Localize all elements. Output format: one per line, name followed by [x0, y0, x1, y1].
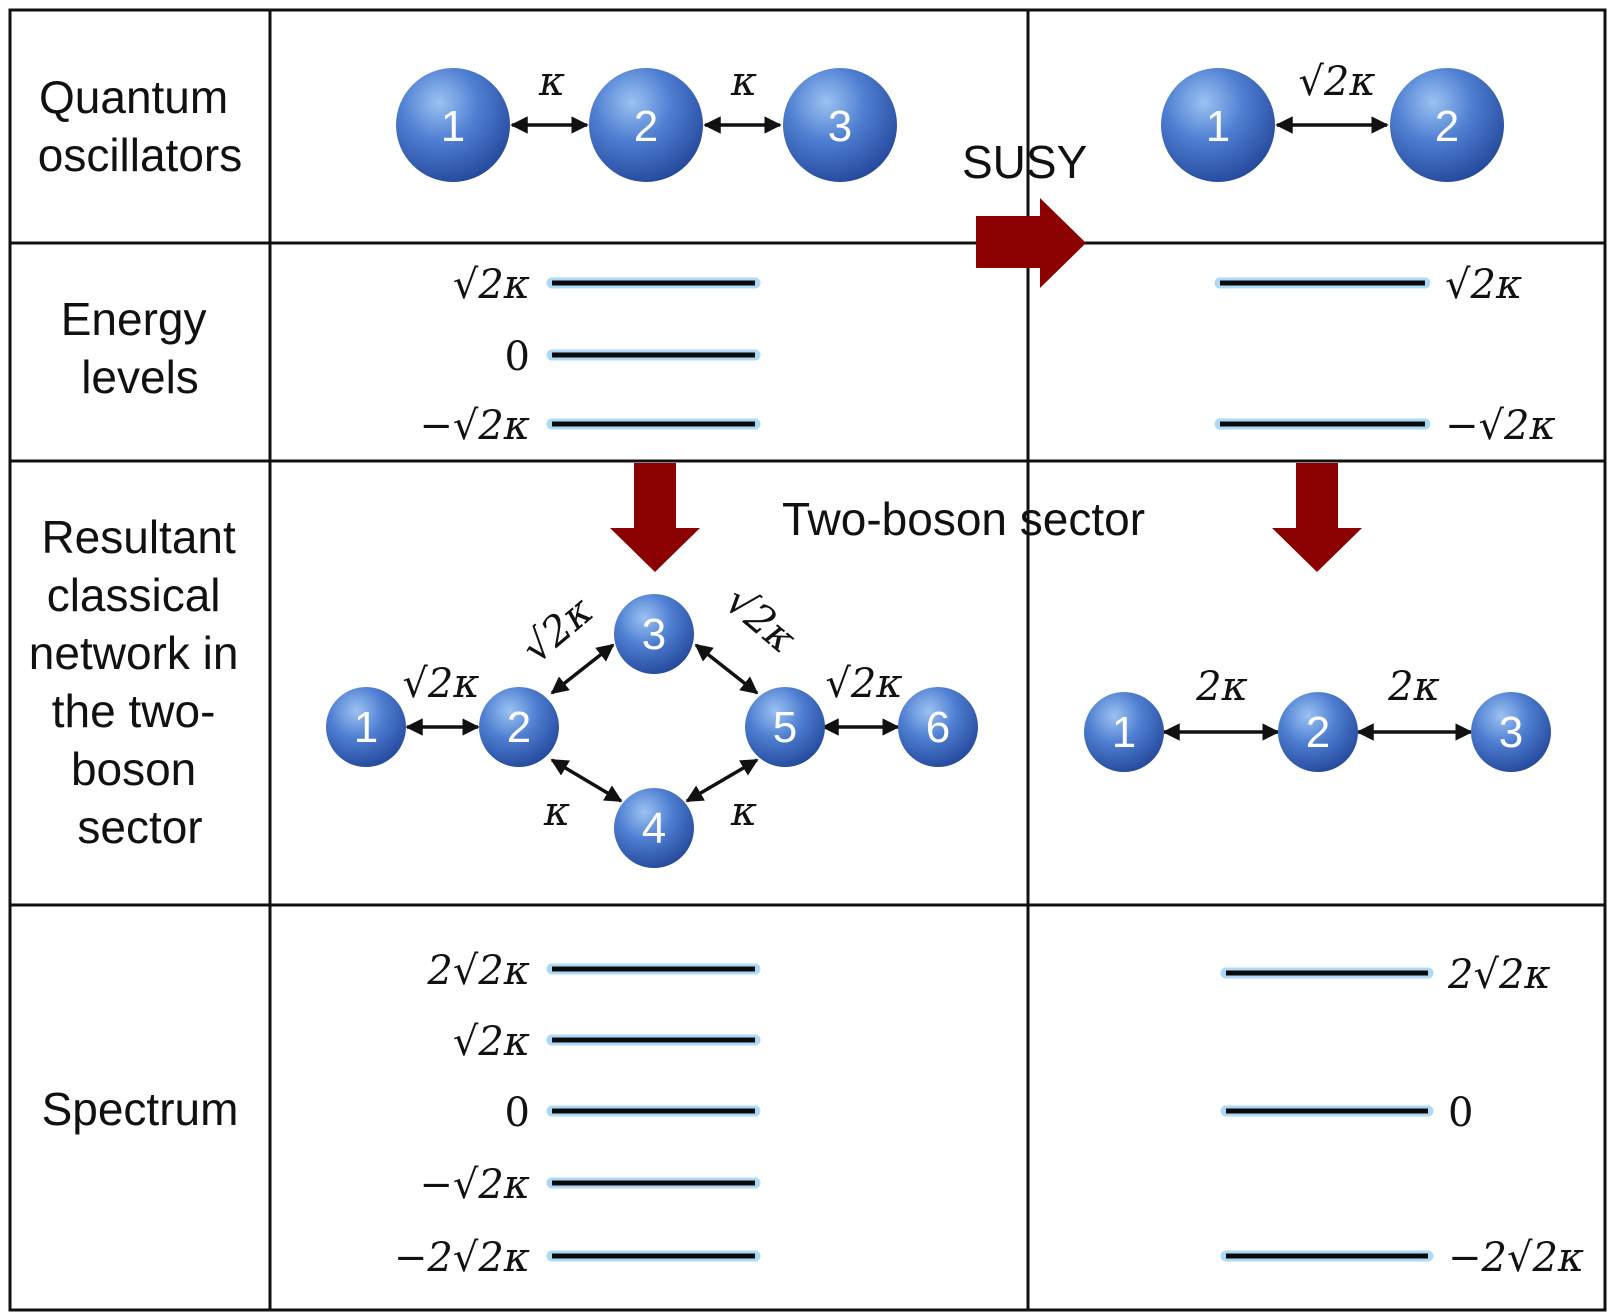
down-arrow-left: [610, 463, 700, 572]
network-node: 3: [1471, 692, 1551, 772]
row-label-network: Resultant classical network in the two- …: [29, 511, 251, 853]
oscillators-right: √2κ 1 2: [1161, 59, 1504, 182]
energy-level-label: −√2κ: [1445, 403, 1556, 449]
energy-levels-right: √2κ −√2κ: [1214, 262, 1556, 449]
susy-caption: SUSY: [962, 136, 1087, 188]
spectrum-level-label: √2κ: [453, 1019, 530, 1065]
svg-text:3: 3: [828, 102, 852, 151]
network-left: √2κ √2κ √2κ √2κ κ κ 1 2 3 4 5 6: [326, 578, 978, 868]
coupling-label: √2κ: [1298, 59, 1375, 105]
svg-text:3: 3: [642, 610, 666, 659]
svg-text:4: 4: [642, 804, 666, 853]
svg-text:1: 1: [354, 703, 378, 752]
spectrum-right: 2√2κ 0 −2√2κ: [1220, 952, 1584, 1281]
spectrum-level-label: 0: [1448, 1090, 1473, 1136]
edge-label: 2κ: [1387, 664, 1440, 710]
svg-text:6: 6: [926, 703, 950, 752]
network-node: 2: [479, 687, 559, 767]
oscillator-node: 1: [396, 68, 510, 182]
network-node: 3: [614, 594, 694, 674]
energy-levels-left: √2κ 0 −√2κ: [419, 262, 761, 449]
row-label-energy: Energy levels: [61, 293, 220, 403]
spectrum-level-label: 0: [505, 1090, 530, 1136]
svg-text:2: 2: [1306, 708, 1330, 757]
spectrum-left: 2√2κ √2κ 0 −√2κ −2√2κ: [394, 948, 761, 1281]
oscillator-node: 1: [1161, 68, 1275, 182]
spectrum-level-label: −2√2κ: [1448, 1235, 1584, 1281]
svg-text:3: 3: [1499, 708, 1523, 757]
svg-text:2: 2: [507, 703, 531, 752]
network-node: 4: [614, 788, 694, 868]
table-grid: [8, 8, 1607, 1312]
edge-label: √2κ: [402, 661, 479, 707]
network-edge: [550, 758, 623, 803]
network-edge: [550, 643, 615, 695]
energy-level-label: √2κ: [1445, 262, 1522, 308]
down-arrow-right: [1272, 463, 1362, 572]
network-node: 6: [898, 687, 978, 767]
network-edge: [685, 758, 759, 803]
edge-label: √2κ: [513, 588, 602, 673]
svg-text:2: 2: [1435, 102, 1459, 151]
network-right: 2κ 2κ 1 2 3: [1084, 664, 1551, 772]
coupling-label: κ: [538, 59, 565, 105]
oscillator-node: 2: [1390, 68, 1504, 182]
svg-text:2: 2: [634, 102, 658, 151]
network-node: 1: [1084, 692, 1164, 772]
two-boson-caption: Two-boson sector: [782, 493, 1145, 545]
oscillators-left: κ κ 1 2 3: [396, 59, 897, 182]
svg-text:1: 1: [441, 102, 465, 151]
oscillator-node: 3: [783, 68, 897, 182]
spectrum-level-label: −2√2κ: [394, 1235, 530, 1281]
edge-label: √2κ: [716, 578, 805, 663]
spectrum-level-label: −√2κ: [419, 1162, 530, 1208]
coupling-label: κ: [730, 59, 757, 105]
edge-label: 2κ: [1195, 664, 1248, 710]
energy-level-label: −√2κ: [419, 403, 530, 449]
energy-level-label: √2κ: [453, 262, 530, 308]
energy-level-label: 0: [505, 334, 530, 380]
susy-arrow: [976, 198, 1086, 288]
svg-text:5: 5: [773, 703, 797, 752]
svg-text:1: 1: [1112, 708, 1136, 757]
network-node: 1: [326, 687, 406, 767]
network-edge: [694, 643, 759, 695]
edge-label: κ: [730, 789, 757, 835]
spectrum-level-label: 2√2κ: [426, 948, 530, 994]
edge-label: √2κ: [825, 661, 902, 707]
row-label-quantum: Quantum oscillators: [38, 71, 243, 181]
row-label-spectrum: Spectrum: [42, 1083, 239, 1135]
network-node: 5: [745, 687, 825, 767]
spectrum-level-label: 2√2κ: [1447, 952, 1551, 998]
edge-label: κ: [543, 789, 570, 835]
oscillator-node: 2: [589, 68, 703, 182]
network-node: 2: [1278, 692, 1358, 772]
svg-text:1: 1: [1206, 102, 1230, 151]
